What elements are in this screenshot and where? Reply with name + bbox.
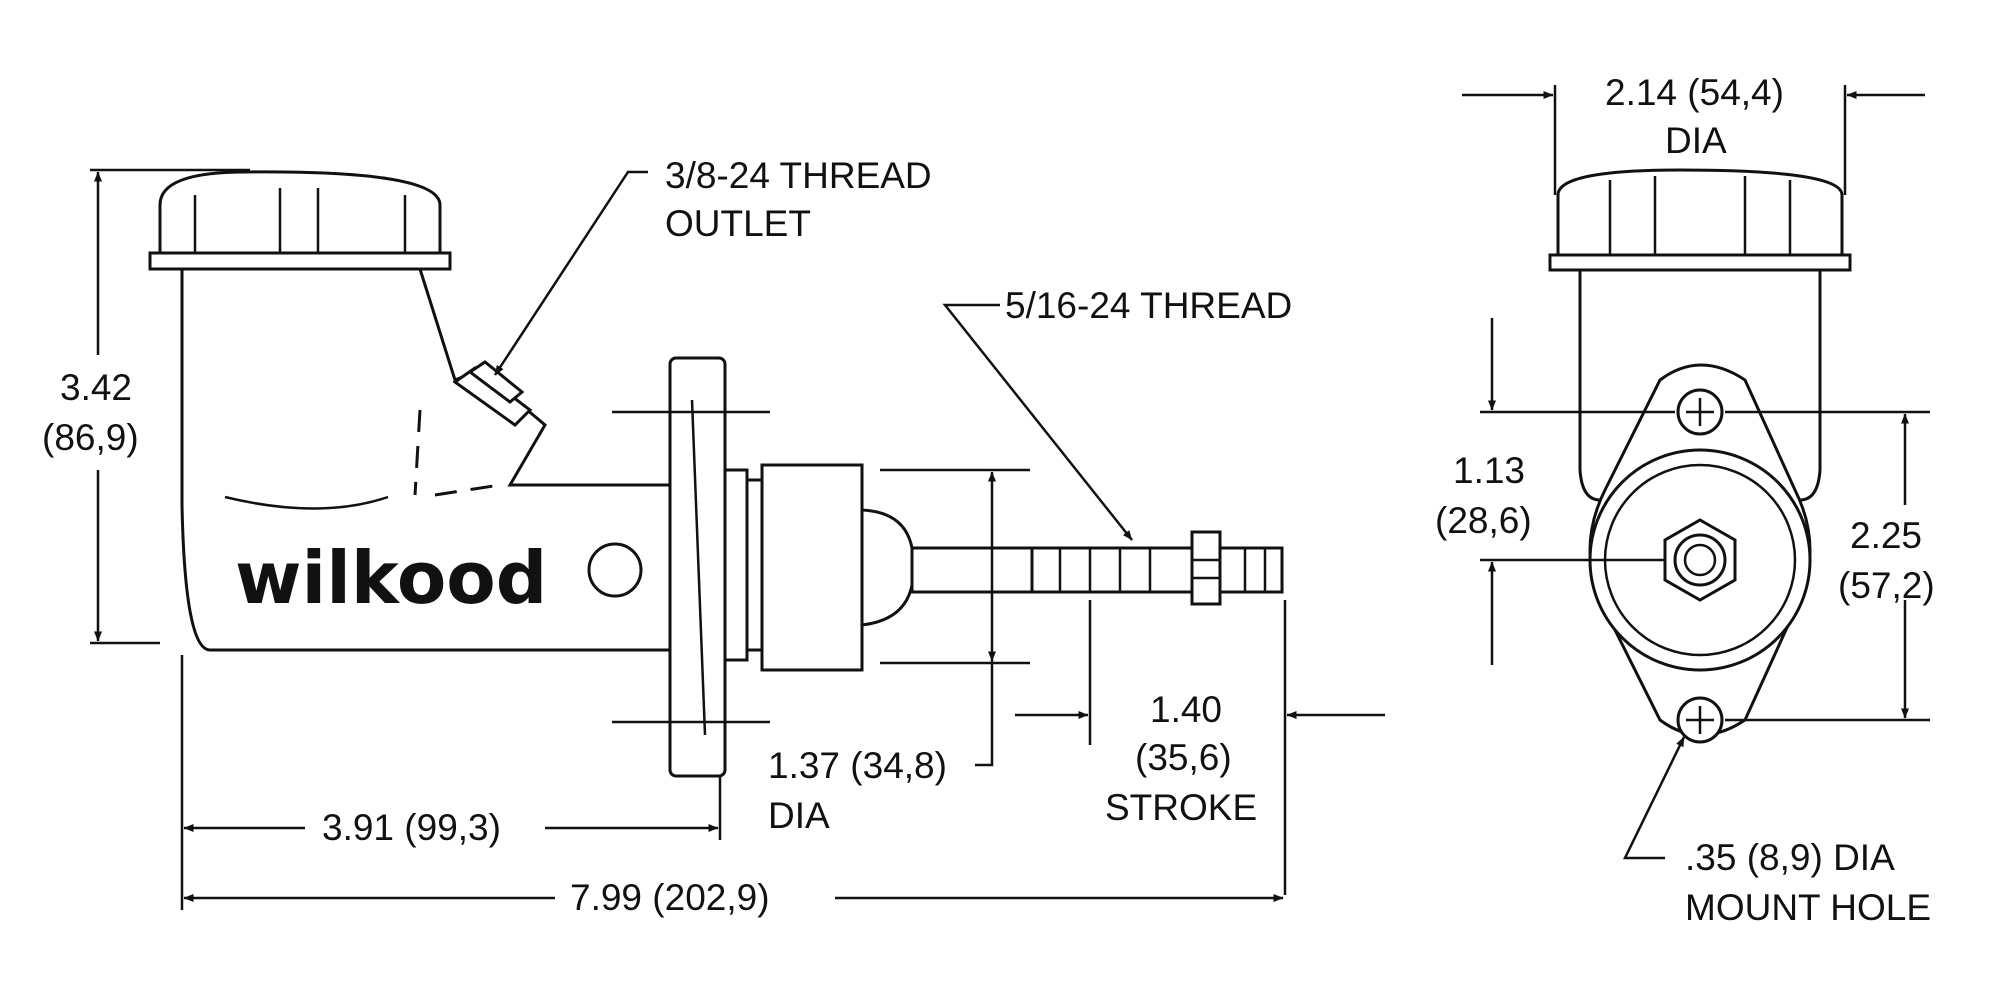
- bore-offset-label-mm: (28,6): [1435, 500, 1532, 541]
- end-view: [1548, 168, 1852, 744]
- mount-hole-crosshair-icon: [1676, 696, 1724, 744]
- overall-length-label: 7.99 (202,9): [570, 877, 770, 918]
- mount-hole-dia-label: .35 (8,9) DIA: [1685, 837, 1895, 878]
- outlet-label: OUTLET: [665, 203, 811, 244]
- hole-spacing-label-in: 2.25: [1850, 515, 1922, 556]
- cap-dia-label: 2.14 (54,4): [1605, 72, 1784, 113]
- bore-offset-label-in: 1.13: [1453, 450, 1525, 491]
- pushrod-thread-label: 5/16-24 THREAD: [1005, 285, 1292, 326]
- stroke-label-mm: (35,6): [1135, 737, 1232, 778]
- flange-dia-word: DIA: [768, 795, 830, 836]
- mount-hole-crosshair-icon: [1676, 388, 1724, 436]
- mount-hole-word: MOUNT HOLE: [1685, 887, 1931, 928]
- reservoir-cap: [148, 170, 452, 271]
- stroke-label-in: 1.40: [1150, 689, 1222, 730]
- boot-and-pushrod: [723, 463, 1284, 672]
- flange-dia-label: 1.37 (34,8): [768, 745, 947, 786]
- height-label-mm: (86,9): [42, 417, 139, 458]
- stroke-label-word: STROKE: [1105, 787, 1257, 828]
- cap-dia-word: DIA: [1665, 120, 1727, 161]
- side-mount-hole: [587, 542, 643, 598]
- hole-spacing-label-mm: (57,2): [1838, 565, 1935, 606]
- reservoir-body: [180, 267, 692, 652]
- mount-length-label: 3.91 (99,3): [322, 807, 501, 848]
- end-dimensions: 2.14 (54,4) DIA 1.13 (28,6) 2.25 (57,2) …: [1435, 72, 1935, 928]
- height-label-in: 3.42: [60, 367, 132, 408]
- side-dimensions: 3.42 (86,9) 3/8-24 THREAD OUTLET 5/16-24…: [42, 155, 1385, 918]
- side-view: wilkood: [148, 170, 1284, 778]
- outlet-thread-label: 3/8-24 THREAD: [665, 155, 932, 196]
- fluid-level-line: [224, 495, 389, 510]
- outlet-fitting: [452, 360, 533, 427]
- brand-logo: wilkood: [235, 536, 547, 620]
- bore-hidden-line: [413, 409, 501, 497]
